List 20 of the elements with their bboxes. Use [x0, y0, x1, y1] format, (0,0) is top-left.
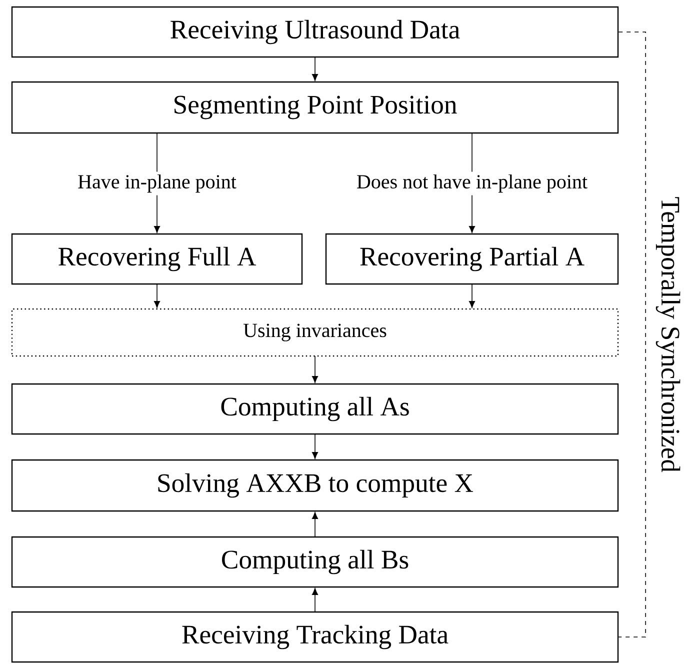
process-box: Receiving Tracking Data [11, 611, 619, 663]
arrow [154, 284, 160, 308]
arrow [469, 284, 475, 308]
arrow [312, 588, 318, 612]
process-box: Recovering Partial A [325, 233, 619, 285]
process-box: Solving AXXB to compute X [11, 459, 619, 512]
arrow [312, 356, 318, 383]
connector-line [618, 32, 646, 638]
edge-label: Have in-plane point [78, 174, 236, 193]
process-box: Computing all Bs [11, 536, 619, 588]
edge-label: Temporally Synchronized [656, 197, 680, 472]
process-box: Computing all As [11, 383, 619, 435]
process-box: Segmenting Point Position [11, 81, 619, 134]
arrow [312, 512, 318, 538]
dotted-box: Using invariances [11, 308, 619, 357]
process-box: Receiving Ultrasound Data [11, 6, 619, 58]
process-box: Recovering Full A [11, 233, 303, 285]
arrow [312, 434, 318, 459]
edge-label: Does not have in-plane point [357, 174, 588, 193]
arrow [312, 56, 318, 81]
